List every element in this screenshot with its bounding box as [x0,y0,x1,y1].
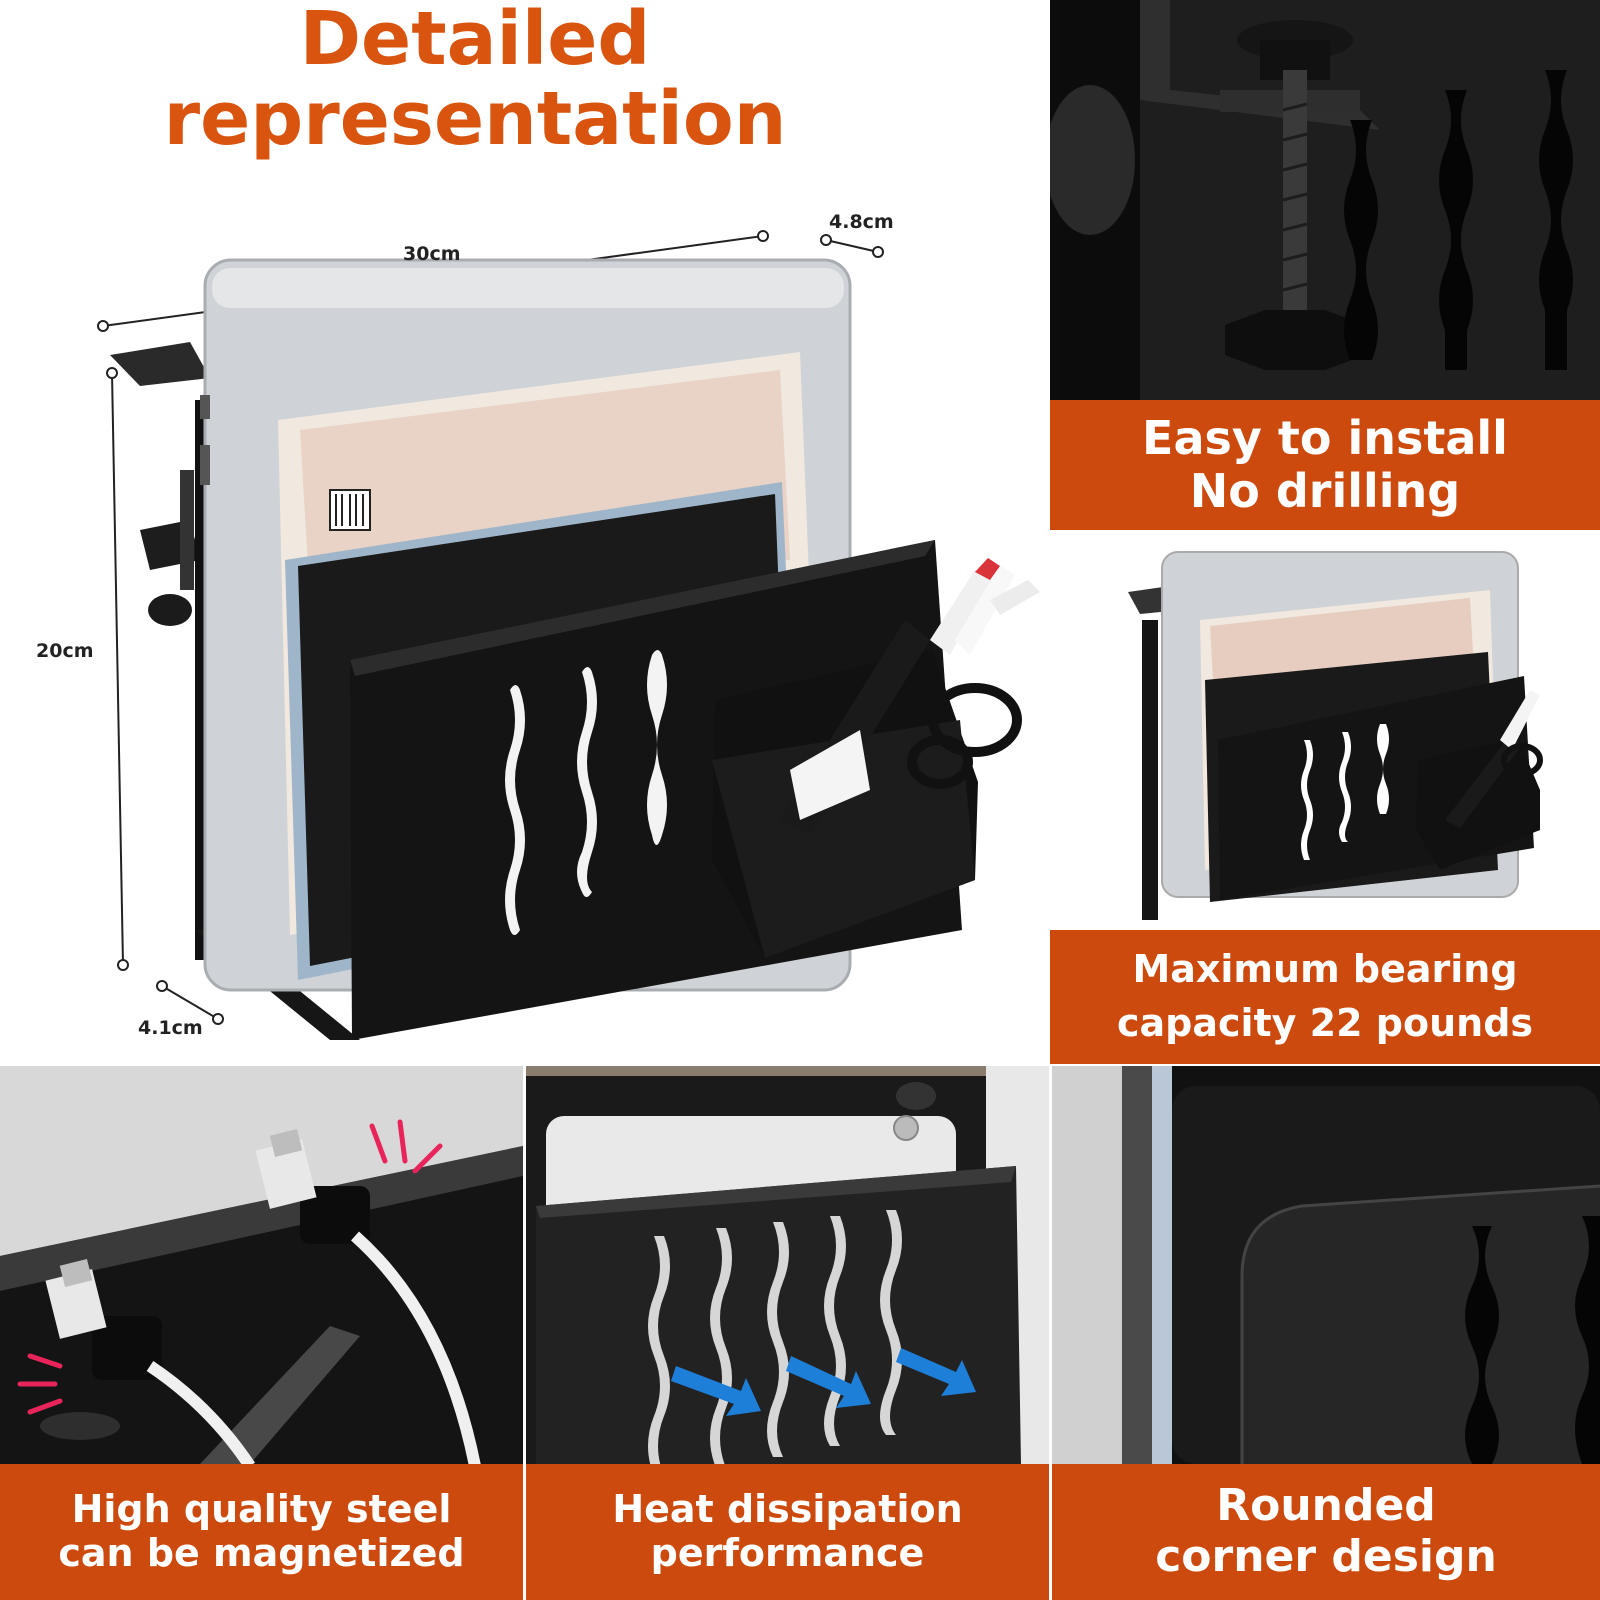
dimension-depth-top-label: 4.8cm [829,211,894,233]
title-line-2: representation [163,75,787,162]
clamp-screw-photo [1283,70,1307,340]
clamp-nut [1225,310,1365,370]
product-diagram-panel: Detailed representation [0,0,1048,1064]
rounded-corner [1242,1186,1600,1464]
heat-line-2: performance [650,1531,925,1575]
wavy-slots [505,650,667,935]
scissors [907,683,1022,789]
clamp-photo-panel [1050,0,1600,400]
steel-line-2: can be magnetized [58,1531,465,1575]
feature-banner-steel: High quality steel can be magnetized [0,1464,523,1600]
airflow-arrows [671,1348,976,1416]
heat-line-1: Heat dissipation [612,1487,963,1532]
corner-line-1: Rounded [1216,1480,1436,1532]
install-line-1: Easy to install [1142,411,1508,466]
corner-line-2: corner design [1155,1531,1497,1582]
rounded-corner-photo [1052,1066,1600,1464]
cable-clip-left [92,1316,162,1380]
feature-banner-bearing: Maximum bearing capacity 22 pounds [1050,930,1600,1064]
magnet-cable-photo [0,1066,523,1464]
cable-clip-right [300,1186,370,1244]
magnet-photo-panel [0,1066,523,1464]
mini-product-panel [1050,530,1600,930]
clamp-photo [1050,0,1600,400]
mini-product-illustration [1128,551,1543,920]
heat-photo-panel [526,1066,1049,1464]
dimension-depth-bottom-label: 4.1cm [138,1017,203,1039]
dimension-width-label: 30cm [403,243,461,265]
page-title: Detailed representation [0,0,950,160]
corner-photo-panel [1052,1066,1600,1464]
pens [780,558,1040,835]
feature-banner-install: Easy to install No drilling [1050,400,1600,530]
bearing-line-2: capacity 22 pounds [1116,1001,1534,1045]
feature-banner-corner: Rounded corner design [1052,1464,1600,1600]
top-bracket [110,342,210,386]
heat-dissipation-photo [526,1066,1049,1464]
bearing-line-1: Maximum bearing [1132,947,1518,992]
product-illustration [97,230,1040,1040]
dimension-height-label: 20cm [36,640,94,662]
clamp-screw [180,470,194,590]
title-line-1: Detailed [299,0,651,82]
feature-banner-heat: Heat dissipation performance [526,1464,1049,1600]
steel-line-1: High quality steel [71,1487,452,1532]
install-line-2: No drilling [1189,464,1461,518]
